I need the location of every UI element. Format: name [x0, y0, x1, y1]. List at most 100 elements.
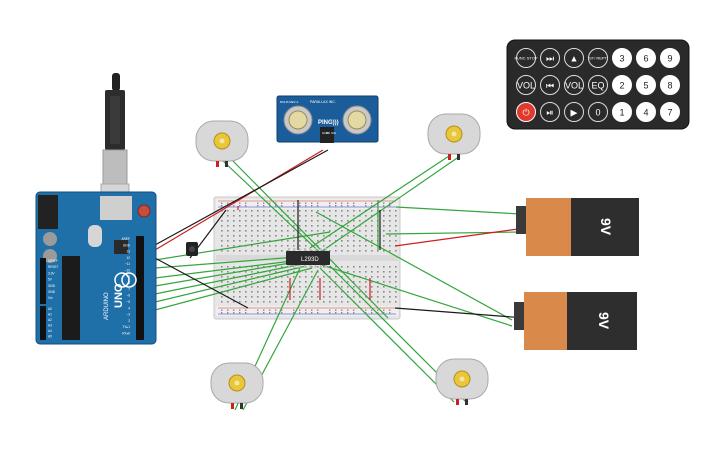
- arduino-analog-pin-label: A1: [48, 313, 52, 317]
- remote-button[interactable]: ▲: [564, 48, 584, 68]
- arduino-power-pin-label: 3.3V: [48, 271, 55, 275]
- remote-button-label: 3: [619, 54, 624, 64]
- dc-motor: [427, 113, 481, 160]
- battery-1-label: 9V: [598, 218, 614, 236]
- arduino-analog-pin-label: A5: [48, 335, 52, 339]
- remote-button-label: ⏮: [546, 81, 554, 91]
- wire-green: [154, 259, 301, 279]
- wire-green: [154, 263, 303, 295]
- remote-button-label: ⏻: [522, 108, 529, 118]
- remote-button[interactable]: ⏭: [540, 48, 560, 68]
- wire-green: [154, 261, 297, 287]
- ultrasonic-side-label: ROHS REV A: [280, 100, 298, 104]
- battery-2-label: 9V: [596, 312, 612, 330]
- remote-button[interactable]: 0: [588, 102, 608, 122]
- remote-button[interactable]: EQ: [588, 75, 608, 95]
- remote-button-label: 4: [643, 108, 648, 118]
- ultrasonic-pin-label: SIG: [331, 131, 337, 135]
- remote-button-label: VOL: [517, 81, 535, 91]
- remote-button[interactable]: ⏯: [540, 102, 560, 122]
- arduino-digital-pin-label: ~3: [126, 313, 130, 317]
- arduino-digital-pin-label: ~10: [125, 269, 131, 273]
- dc-motor: [195, 120, 249, 167]
- remote-button-label: 8: [667, 81, 672, 91]
- wire-green: [311, 155, 461, 259]
- remote-button-label: VOL: [565, 81, 583, 91]
- arduino-digital-pin-label: 4: [128, 306, 130, 310]
- arduino-digital-pin-label: ~11: [125, 262, 130, 266]
- wire-black: [154, 149, 329, 246]
- arduino-digital-pin-label: 2: [128, 319, 130, 323]
- arduino-power-pin-label: RESET: [48, 265, 59, 269]
- remote-button[interactable]: 7: [660, 102, 680, 122]
- ultrasonic-pin-label: 5V: [327, 131, 331, 135]
- wire-green: [231, 159, 389, 319]
- arduino-power-pin-label: 5V: [48, 278, 53, 282]
- remote-button-label: EQ: [591, 81, 604, 91]
- remote-button[interactable]: ⏮: [540, 75, 560, 95]
- remote-button-label: ⏭: [546, 54, 554, 64]
- wire-green: [309, 155, 450, 249]
- wires: [154, 149, 526, 411]
- arduino-analog-pin-label: A3: [48, 324, 52, 328]
- remote-button-label: 5: [643, 81, 648, 91]
- remote-button-label: 9: [667, 54, 672, 64]
- remote-button[interactable]: 4: [636, 102, 656, 122]
- arduino-digital-pin-label: ~9: [126, 275, 130, 279]
- l293d-chip: L293D: [286, 248, 330, 268]
- remote-button-label: 0: [595, 108, 600, 118]
- arduino-uno: UNO ARDUINO AREFGND1312~11~10~987~6~54~3…: [35, 191, 157, 345]
- remote-button[interactable]: FUNC STOP: [514, 48, 538, 68]
- remote-button[interactable]: 9: [660, 48, 680, 68]
- remote-button-label: 7: [667, 108, 672, 118]
- remote-button[interactable]: 2: [612, 75, 632, 95]
- remote-button[interactable]: 5: [636, 75, 656, 95]
- arduino-power-pin-label: Vin: [48, 296, 53, 300]
- arduino-brand-label: ARDUINO: [104, 292, 110, 320]
- arduino-digital-pin-label: AREF: [121, 237, 130, 241]
- wire-green: [319, 267, 455, 403]
- battery-2: 9V: [514, 292, 637, 350]
- wire-black: [394, 307, 526, 319]
- remote-button-label: ST/ REPT: [589, 56, 608, 61]
- arduino-analog-pin-label: A0: [48, 307, 52, 311]
- remote-button[interactable]: ▶: [564, 102, 584, 122]
- arduino-power-pin-label: GND: [48, 290, 56, 294]
- wire-red: [154, 149, 324, 251]
- remote-button[interactable]: VOL: [564, 75, 584, 95]
- wire-green: [395, 206, 521, 215]
- wire-green: [154, 255, 311, 269]
- remote-button-label: ⏯: [546, 108, 553, 118]
- wire-green: [221, 159, 331, 263]
- ic-label: L293D: [301, 257, 319, 263]
- remote-button[interactable]: 6: [636, 48, 656, 68]
- arduino-power-pin-label: IOREF: [48, 259, 58, 263]
- wire-green: [154, 231, 331, 261]
- wire-green: [154, 267, 313, 311]
- remote-button[interactable]: ST/ REPT: [588, 48, 608, 68]
- wire-green: [154, 265, 307, 303]
- arduino-digital-pin-label: 7: [128, 287, 130, 291]
- arduino-digital-pin-label: TX▸1: [123, 325, 131, 329]
- wire-green: [385, 231, 521, 235]
- ir-receiver: [186, 242, 198, 256]
- remote-button[interactable]: 3: [612, 48, 632, 68]
- arduino-power-pin-label: GND: [48, 284, 56, 288]
- remote-button[interactable]: 1: [612, 102, 632, 122]
- battery-1: 9V: [516, 198, 639, 256]
- remote-button[interactable]: ⏻: [516, 102, 536, 122]
- arduino-digital-pin-label: GND: [123, 243, 131, 247]
- remote-button-label: 6: [643, 54, 648, 64]
- remote-button-label: FUNC STOP: [514, 56, 537, 61]
- remote-button-label: 2: [619, 81, 624, 91]
- arduino-digital-pin-label: 8: [128, 281, 130, 285]
- arduino-model-label: UNO: [113, 283, 125, 308]
- remote-button[interactable]: VOL: [516, 75, 536, 95]
- arduino-digital-pin-label: ~6: [126, 294, 130, 298]
- remote-button[interactable]: 8: [660, 75, 680, 95]
- arduino-analog-pin-label: A4: [48, 329, 52, 333]
- dc-motor: [435, 358, 489, 405]
